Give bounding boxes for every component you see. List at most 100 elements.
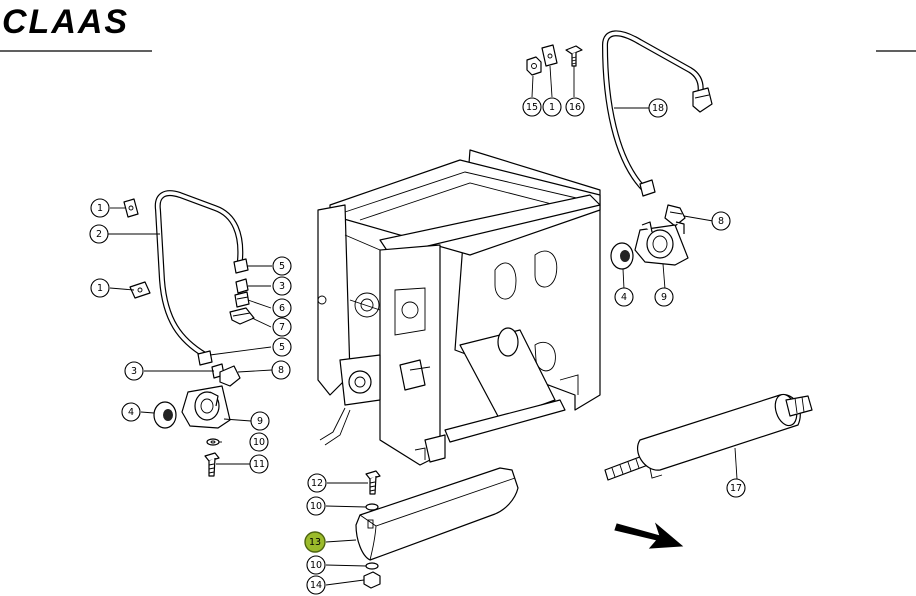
shaft-part-17 [604, 393, 813, 481]
callout-circle [648, 98, 668, 118]
pipe-part-18 [602, 30, 713, 197]
direction-arrow [614, 522, 684, 549]
callout-5: 5 [272, 337, 292, 357]
callout-circle [307, 473, 327, 493]
callout-circle [306, 555, 326, 575]
callout-10: 10 [249, 432, 269, 452]
callout-label: 7 [279, 322, 285, 333]
callout-label: 4 [128, 407, 134, 418]
callout-8: 8 [271, 360, 291, 380]
callout-label: 9 [661, 292, 667, 303]
nut-part-15 [526, 56, 542, 76]
callout-label: 10 [310, 560, 322, 571]
clip-part-1-left-lower [129, 281, 151, 299]
callout-label: 6 [279, 303, 285, 314]
guard-plate-part-13 [355, 467, 519, 561]
callout-label: 5 [279, 261, 285, 272]
callout-circle [272, 337, 292, 357]
callout-label: 18 [652, 103, 664, 114]
elbow-part-8-left [219, 365, 241, 387]
callout-circle [272, 256, 292, 276]
callout-10: 10 [306, 555, 326, 575]
clip-part-1-top [541, 44, 558, 67]
callout-circle [121, 402, 141, 422]
clip-part-1-left-upper [123, 198, 139, 218]
callout-label: 17 [730, 483, 742, 494]
callout-circle [272, 317, 292, 337]
callout-label: 15 [526, 102, 538, 113]
callout-1: 1 [90, 278, 110, 298]
callout-circle [90, 278, 110, 298]
sleeve-part-3-upper [235, 278, 249, 294]
callout-7: 7 [272, 317, 292, 337]
callout-circle [614, 287, 634, 307]
callout-1: 1 [90, 198, 110, 218]
callout-10: 10 [306, 496, 326, 516]
callout-6: 6 [272, 298, 292, 318]
callout-label: 11 [253, 459, 265, 470]
bolt-part-16 [565, 45, 583, 55]
nut-part-5-lower [197, 350, 213, 366]
callout-3: 3 [124, 361, 144, 381]
callout-9: 9 [654, 287, 674, 307]
callout-label: 10 [253, 437, 265, 448]
callout-4: 4 [121, 402, 141, 422]
main-housing [317, 149, 601, 466]
pipe-part-2 [154, 190, 244, 358]
callout-circle [124, 361, 144, 381]
elbow-part-7 [229, 307, 255, 325]
callout-circle [306, 496, 326, 516]
callout-12: 12 [307, 473, 327, 493]
callout-label: 3 [279, 281, 285, 292]
left-clips [123, 198, 151, 299]
callout-1: 1 [542, 97, 562, 117]
callout-circle [272, 276, 292, 296]
callout-5: 5 [272, 256, 292, 276]
lower-guard-group [355, 467, 519, 589]
callout-circle [542, 97, 562, 117]
callout-circle [304, 531, 326, 553]
top-hardware [526, 44, 583, 76]
callout-label: 8 [278, 365, 284, 376]
right-bearing-group [610, 204, 689, 270]
callout-label: 1 [97, 283, 103, 294]
callout-14: 14 [306, 575, 326, 595]
callout-4: 4 [614, 287, 634, 307]
callout-circle [250, 411, 270, 431]
left-bearing-group [153, 385, 231, 477]
callout-label: 1 [549, 102, 555, 113]
callout-circle [306, 575, 326, 595]
callout-circle [654, 287, 674, 307]
callout-circle [90, 198, 110, 218]
callout-label: 1 [97, 203, 103, 214]
nut-part-14 [363, 571, 381, 589]
callout-label: 5 [279, 342, 285, 353]
callout-17: 17 [726, 478, 746, 498]
callout-circle [522, 97, 542, 117]
callout-circle [726, 478, 746, 498]
callout-label: 12 [311, 478, 323, 489]
callout-18: 18 [648, 98, 668, 118]
washer-part-10-lower [365, 562, 379, 570]
callout-circle [272, 298, 292, 318]
callout-label: 3 [131, 366, 137, 377]
callout-circle [271, 360, 291, 380]
callout-label: 16 [569, 102, 581, 113]
callout-label: 14 [310, 580, 322, 591]
callout-circle [249, 454, 269, 474]
brand-logo: CLAAS [0, 3, 916, 52]
callout-13: 13 [304, 531, 326, 553]
callout-label: 8 [718, 216, 724, 227]
callout-8: 8 [711, 211, 731, 231]
callout-3: 3 [272, 276, 292, 296]
fitting-part-6 [234, 291, 250, 308]
callout-label: 9 [257, 416, 263, 427]
callout-label: 10 [310, 501, 322, 512]
callout-circle [565, 97, 585, 117]
callout-label: 2 [96, 229, 102, 240]
callout-label: 4 [621, 292, 627, 303]
fittings-column [197, 258, 255, 387]
callout-11: 11 [249, 454, 269, 474]
callout-2: 2 [89, 224, 109, 244]
